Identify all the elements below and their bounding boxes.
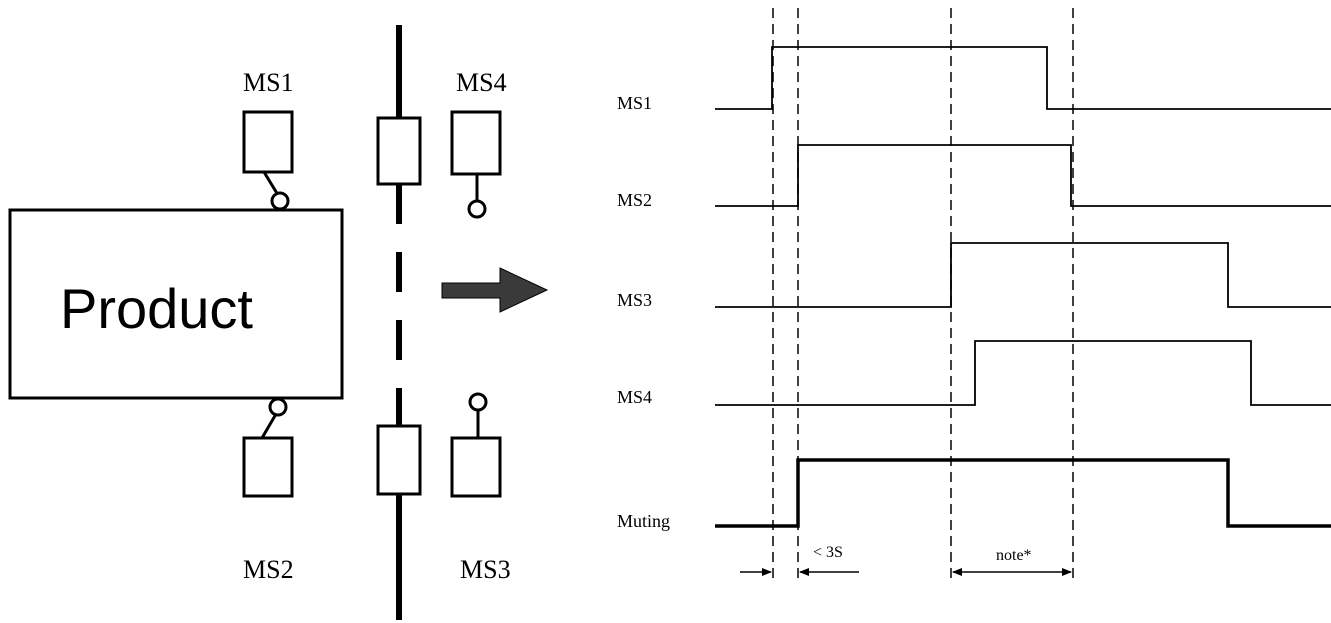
sensor-ms4-box (450, 110, 502, 176)
sensor-ms4 (450, 110, 502, 219)
sensor-ms2-box (242, 436, 294, 498)
ms4-label: MS4 (456, 68, 507, 97)
signal-label-ms4: MS4 (617, 387, 652, 407)
sensor-ms3-box (450, 436, 502, 498)
waveform-muting (715, 458, 1331, 528)
waveform-ms2 (715, 144, 1331, 207)
left-panel: Product MS1 MS2 MS4 (8, 25, 549, 620)
waveform-ms3 (715, 242, 1331, 308)
waveform-ms1 (715, 46, 1331, 110)
sensor-ms1-arm (262, 171, 280, 196)
time-markers (772, 8, 1074, 582)
sensor-ms1 (242, 110, 294, 211)
annotation-max-delay: < 3S (813, 544, 843, 561)
sensor-ms4-roller (467, 199, 487, 219)
direction-arrow-icon (441, 267, 549, 313)
timing-diagram: MS1 MS2 MS3 MS4 Muting < 3S note* (617, 8, 1331, 582)
signal-label-ms2: MS2 (617, 190, 652, 210)
sensor-ms1-box (242, 110, 294, 174)
sensor-ms2 (242, 397, 294, 498)
sensor-ms3 (450, 392, 502, 498)
light-curtain-emitter-bottom (376, 424, 422, 496)
product-label: Product (60, 277, 253, 340)
waveform-ms4 (715, 340, 1331, 406)
ms3-label: MS3 (460, 555, 511, 584)
signal-label-muting: Muting (617, 511, 670, 531)
sensor-ms2-roller (268, 397, 288, 417)
signal-label-ms3: MS3 (617, 290, 652, 310)
ms1-label: MS1 (243, 68, 294, 97)
sensor-ms1-roller (270, 191, 290, 211)
annotation-note: note* (996, 547, 1032, 564)
signal-label-ms1: MS1 (617, 93, 652, 113)
sensor-ms2-arm (260, 413, 278, 439)
sensor-ms3-roller (468, 392, 488, 412)
product-box (8, 208, 344, 400)
light-curtain-emitter-top (376, 116, 422, 186)
light-curtain (376, 25, 422, 620)
ms2-label: MS2 (243, 555, 294, 584)
